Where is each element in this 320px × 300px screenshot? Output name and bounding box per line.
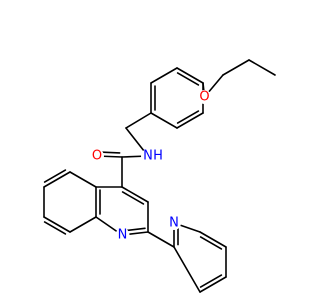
bond-q7-q8 <box>43 221 67 235</box>
bond-p4-p3 <box>199 276 227 293</box>
bond-pc3-pc2 <box>248 59 276 76</box>
carbonyl-oxygen-label: O <box>92 149 102 164</box>
bond-b2-b3 <box>176 112 204 129</box>
pyridine-nitrogen-atom: N <box>167 216 181 231</box>
molecule-structure: O O N H N N <box>43 59 276 293</box>
quinoline-nitrogen-atom: N <box>115 228 130 243</box>
bond-p3-p2 <box>173 246 201 293</box>
bond-p6-p5 <box>199 236 223 250</box>
amide-nitrogen-atom: N <box>141 149 155 164</box>
bond-q5-q6 <box>43 171 71 188</box>
bond-p4-p3 <box>199 274 223 288</box>
amide-hydrogen-label: H <box>153 149 163 164</box>
bond-q4-q3 <box>121 186 149 203</box>
pyridine-nitrogen-label: N <box>169 216 179 231</box>
bond-b2-b3 <box>176 110 200 124</box>
amide-hydrogen-atom: H <box>153 149 163 164</box>
bond-b5-b6 <box>150 67 178 84</box>
bond-q4-q3 <box>121 191 145 205</box>
bond-q7-q8 <box>43 216 71 233</box>
ether-oxygen-atom: O <box>197 90 212 105</box>
bond-q4a-q5 <box>69 171 97 188</box>
carbonyl-oxygen-atom: O <box>90 149 104 164</box>
bond-b6-b1 <box>176 72 200 86</box>
ether-oxygen-label: O <box>199 90 209 105</box>
amide-nitrogen-label: N <box>143 149 153 164</box>
bond-q8-q8a <box>69 216 97 233</box>
bond-b6-b1 <box>176 67 204 84</box>
bond-b4-ch2 <box>125 112 152 129</box>
bond-p6-p5 <box>199 231 227 248</box>
bond-b3-b4 <box>150 112 178 129</box>
bond-c-oc <box>98 151 121 154</box>
bond-q5-q6 <box>43 169 67 183</box>
bond-layer <box>43 59 276 293</box>
bond-pc2-pc1 <box>222 59 250 76</box>
atom-label-layer: O O N H N N <box>90 90 212 243</box>
quinoline-nitrogen-label: N <box>118 228 128 243</box>
bond-q2-p2 <box>147 231 175 248</box>
